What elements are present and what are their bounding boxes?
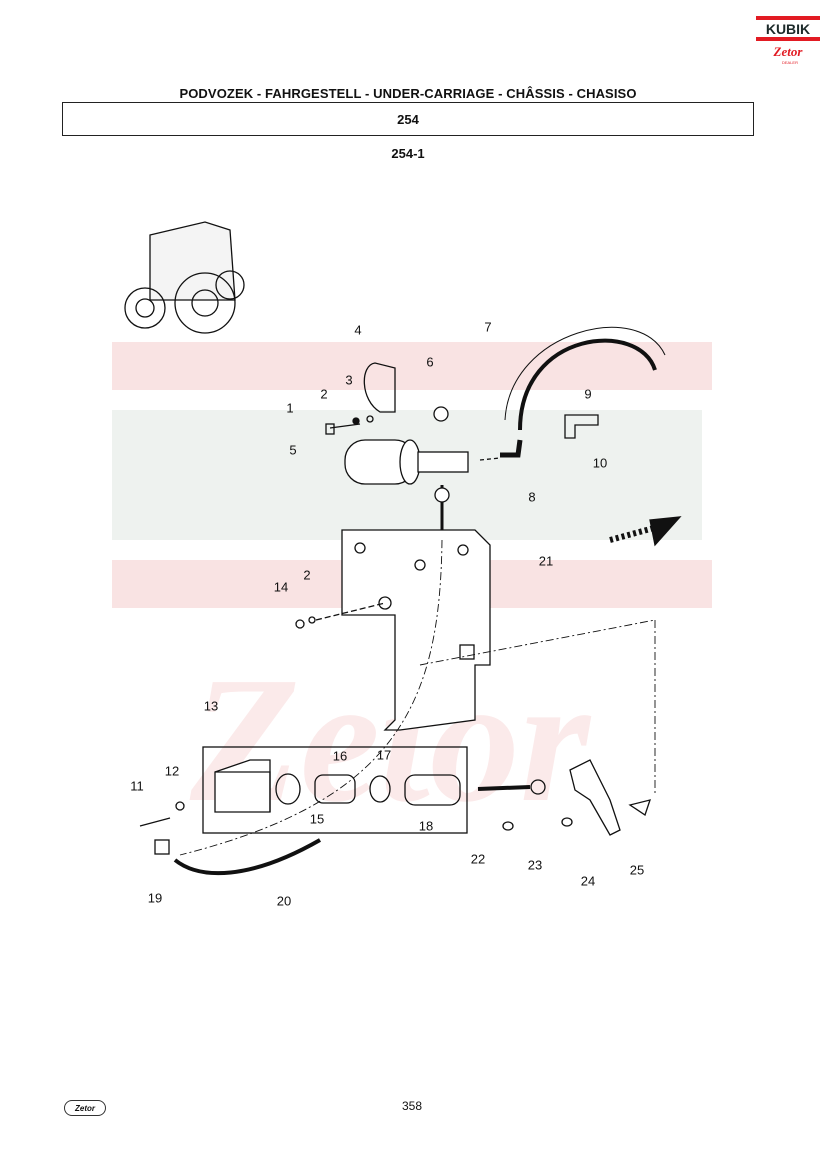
callout-2: 2	[320, 386, 328, 402]
kubik-zetor-logo: KUBIK Zetor DEALER	[756, 16, 820, 65]
callout-8: 8	[528, 489, 536, 505]
callout-23: 23	[527, 857, 543, 873]
callout-5: 5	[289, 442, 297, 458]
callout-3: 3	[345, 372, 353, 388]
callout-6: 6	[426, 354, 434, 370]
callout-24: 24	[580, 873, 596, 889]
callout-19: 19	[147, 890, 163, 906]
callout-18: 18	[418, 818, 434, 834]
callout-15: 15	[309, 811, 325, 827]
callout-1: 1	[286, 400, 294, 416]
callout-2b: 2	[303, 567, 311, 583]
svg-text:DEALER: DEALER	[782, 60, 798, 65]
callout-10: 10	[592, 455, 608, 471]
callout-11: 11	[130, 778, 144, 794]
page-number: 358	[401, 1099, 423, 1113]
group-number: 254	[397, 111, 419, 127]
callout-21: 21	[538, 553, 554, 569]
callout-13: 13	[203, 698, 219, 714]
callout-25: 25	[629, 862, 645, 878]
tractor-thumbnail	[124, 221, 245, 334]
figure-number: 254-1	[391, 146, 425, 161]
callout-7: 7	[484, 319, 492, 335]
callout-12: 12	[164, 763, 180, 779]
callout-22: 22	[470, 851, 486, 867]
callout-14: 14	[273, 579, 289, 595]
callout-4: 4	[354, 322, 362, 338]
callout-16: 16	[332, 748, 348, 764]
callout-17: 17	[376, 747, 392, 763]
callout-9: 9	[584, 386, 592, 402]
svg-text:Zetor: Zetor	[773, 44, 804, 59]
group-number-box: 254	[62, 102, 754, 136]
footer-zetor-logo: Zetor	[64, 1100, 106, 1116]
svg-text:KUBIK: KUBIK	[766, 21, 810, 37]
callout-20: 20	[276, 893, 292, 909]
page-title: PODVOZEK - FAHRGESTELL - UNDER-CARRIAGE …	[179, 86, 637, 101]
